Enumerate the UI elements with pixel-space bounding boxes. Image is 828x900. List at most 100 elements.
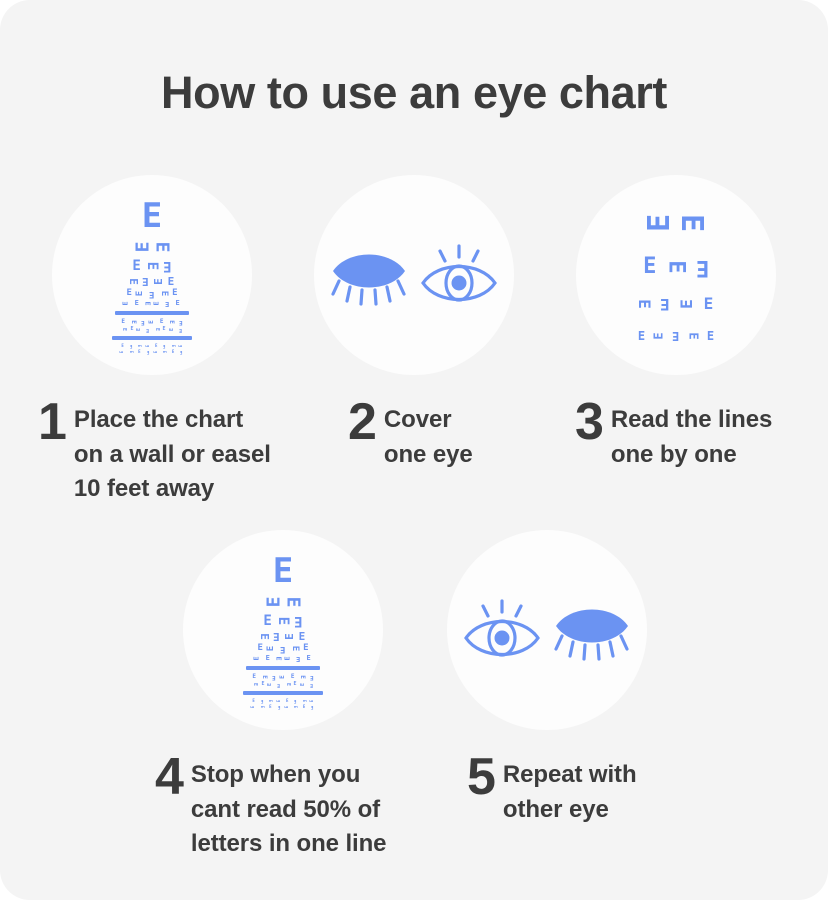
eye-chart-letter: E [686, 332, 701, 340]
eye-chart-letter: E [279, 674, 286, 679]
eye-chart-letter: E [274, 656, 283, 661]
eye-chart-letter: E [289, 645, 300, 651]
eye-chart-letter: E [286, 697, 289, 703]
eye-chart-letter: E [138, 348, 141, 354]
eye-chart-letter: E [130, 325, 134, 332]
eye-chart-letter: E [128, 350, 134, 353]
eye-chart-letter: E [660, 295, 670, 314]
eye-chart-letter: E [144, 261, 160, 271]
eye-chart-letter: E [178, 326, 182, 333]
eye-chart-letter: E [272, 550, 294, 591]
page-title: How to use an eye chart [161, 67, 667, 118]
step-2-caption: 2 Cover one eye [348, 396, 548, 472]
eye-chart-letter: E [634, 299, 654, 309]
eye-chart-letter: E [172, 287, 178, 298]
eye-chart-letter: E [310, 673, 314, 681]
eye-chart-letter: E [142, 274, 149, 288]
eye-chart-letter: E [180, 349, 183, 355]
eye-chart-letter: E [299, 674, 307, 679]
step-5-icon-circle [447, 530, 647, 730]
eye-chart-letter: E [126, 287, 132, 298]
eye-chart-letter: E [259, 705, 265, 708]
eye-chart-letter: E [642, 213, 678, 233]
eye-chart-letter: E [275, 699, 281, 702]
step-5-number: 5 [467, 748, 496, 806]
eye-chart-letter: E [140, 318, 145, 326]
eye-chart-letter: E [299, 682, 306, 686]
eye-chart-letter: E [294, 613, 303, 630]
eye-chart-letter: E [121, 327, 128, 331]
eye-chart-letter: E [134, 298, 139, 307]
eye-chart-letter: E [298, 629, 306, 643]
eye-chart-letter: E [290, 672, 295, 680]
eye-chart-letter: E [144, 344, 150, 347]
eye-chart-letter: E [703, 294, 714, 313]
eye-chart-letter: E [153, 350, 159, 353]
eye-chart-letter: E [168, 319, 176, 324]
closed-eye-icon [331, 254, 406, 306]
eye-chart-letter: E [252, 672, 256, 680]
eye-chart-letter: E [302, 703, 306, 709]
eye-chart-letter: E [252, 682, 259, 686]
eye-chart-letter: E [153, 327, 160, 331]
eye-chart-letter: E [302, 699, 308, 702]
eye-chart-letter: E [303, 642, 309, 653]
eye-chart-letter: E [163, 343, 166, 349]
step-4-text: Stop when you cant read 50% of letters i… [190, 761, 387, 857]
eye-chart-letter: E [260, 674, 268, 679]
eye-chart-letter: E [267, 682, 274, 686]
eye-chart-letter: E [171, 348, 175, 354]
step-5-text: Repeat with other eye [502, 761, 637, 823]
eye-chart-letter: E [252, 656, 261, 661]
eye-chart-separator-bar [115, 310, 189, 315]
eye-chart-letter: E [119, 350, 125, 353]
step-1-number: 1 [38, 393, 67, 451]
open-eye-closed-eye-icon [461, 598, 633, 662]
eye-chart-letter: E [672, 329, 680, 343]
eye-chart-letter: E [126, 277, 140, 285]
eye-chart-letter: E [137, 344, 143, 347]
eye-chart-letter: E [277, 681, 281, 688]
eye-chart-letter: E [296, 654, 301, 663]
step-1-caption: 1 Place the chart on a wall or easel 10 … [38, 393, 328, 507]
eye-chart-letter: E [252, 697, 255, 703]
eye-chart-letter: E [151, 277, 165, 285]
eye-chart-letter: E [293, 680, 297, 687]
step-3-caption: 3 Read the lines one by one [575, 396, 825, 472]
eye-chart-letter: E [146, 349, 149, 355]
step-5-caption: 5 Repeat with other eye [467, 748, 717, 827]
eye-chart-letter: E [132, 258, 141, 275]
eye-chart-letter: E [309, 681, 313, 688]
step-2-icon-circle [314, 175, 514, 375]
eye-chart-letter: E [162, 350, 168, 353]
eye-chart-letter: E [150, 241, 172, 253]
eye-chart-letter: E [143, 301, 152, 306]
eye-chart-letter: E [135, 290, 146, 296]
eye-chart-letter: E [282, 632, 296, 640]
eye-chart-row: E [273, 554, 293, 588]
eye-chart-letter: E [263, 613, 272, 630]
eye-chart-letter: E [165, 299, 170, 308]
eye-chart-letter: E [121, 342, 124, 348]
eye-chart-letter: E [266, 645, 277, 651]
eye-chart-letter: E [268, 699, 274, 702]
eye-chart-letter: E [643, 254, 657, 279]
eye-chart-letter: E [637, 329, 646, 343]
eye-chart-letter: E [141, 195, 163, 236]
eye-chart-letter: E [674, 213, 710, 233]
